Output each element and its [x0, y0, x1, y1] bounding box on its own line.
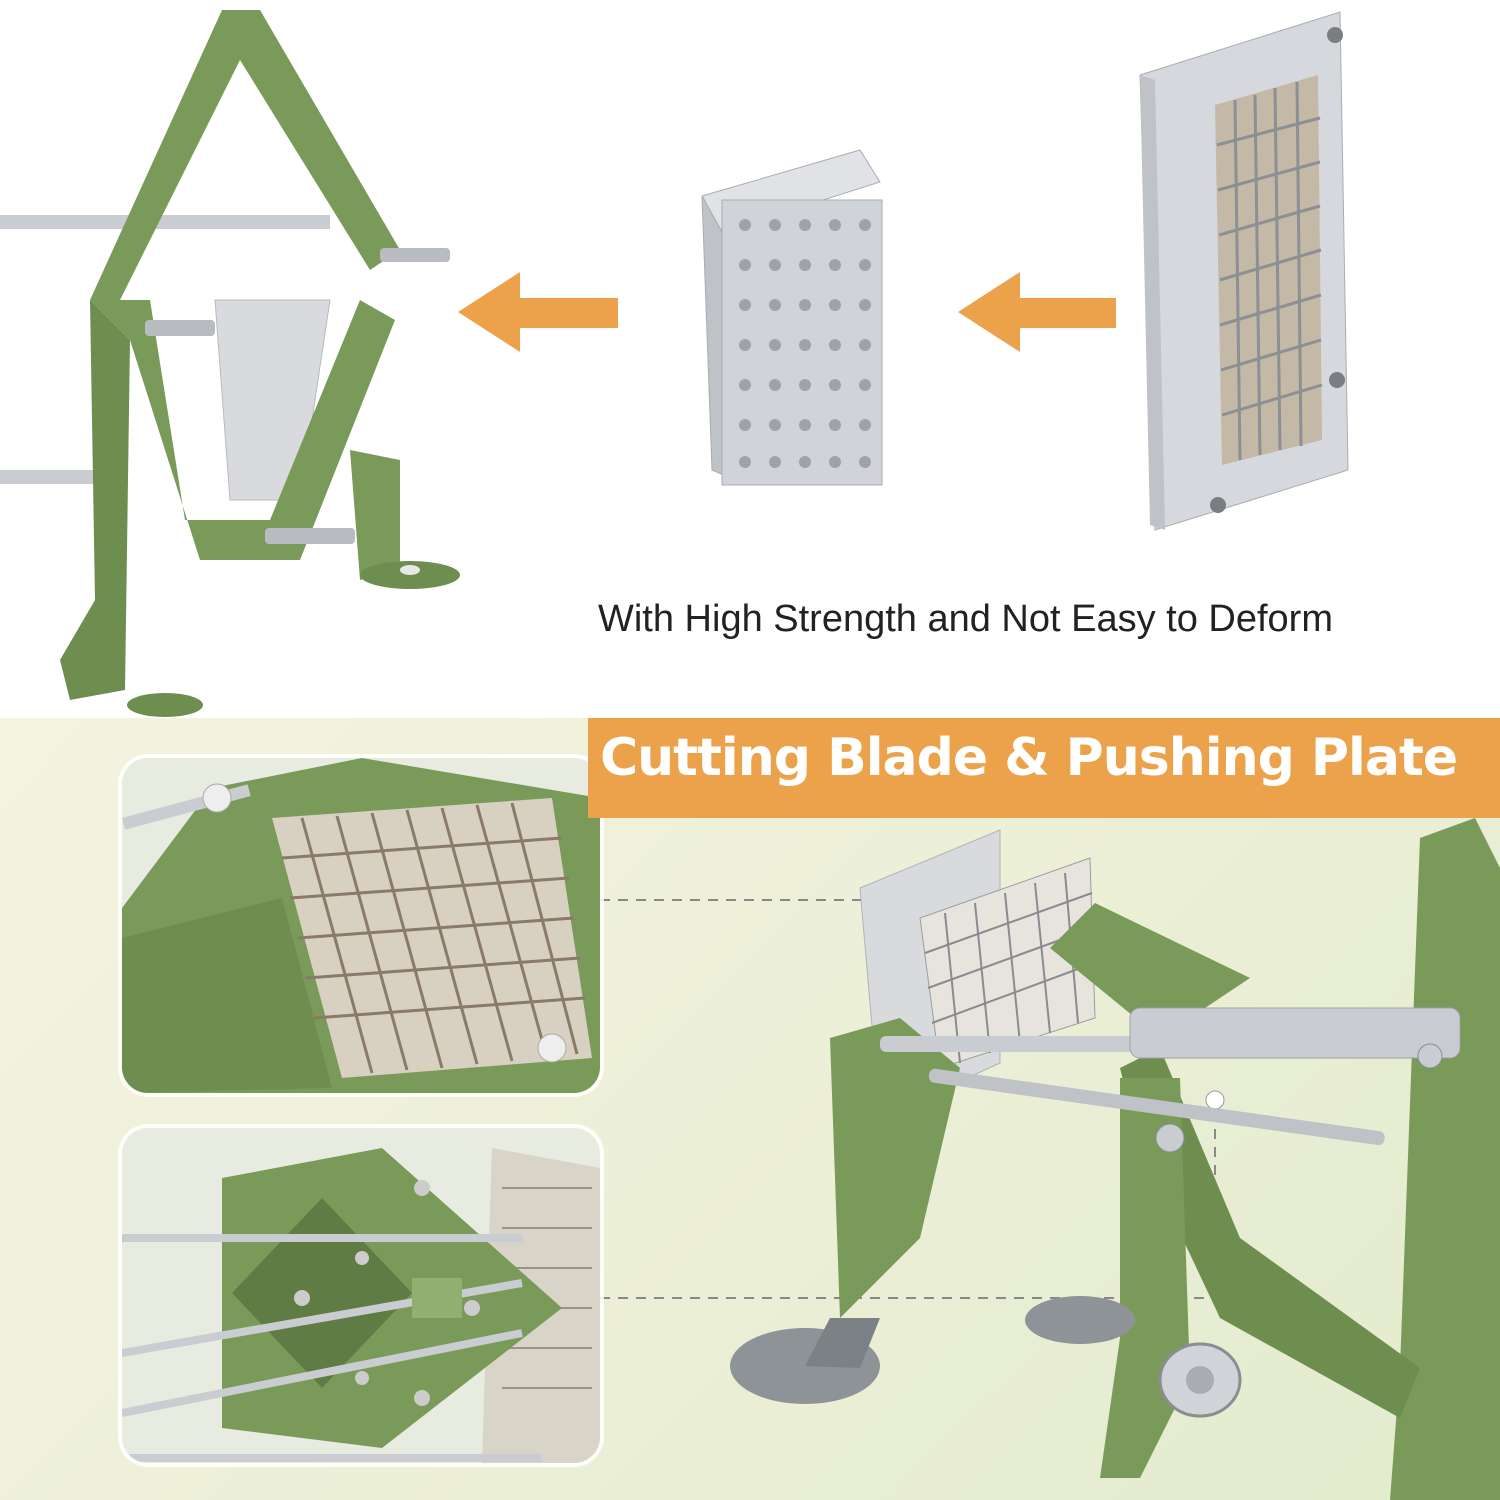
- title-banner: [588, 718, 1500, 818]
- top-illustration: [0, 10, 1349, 717]
- inset-cutting-blade-closeup: [122, 758, 600, 1093]
- cutting-blade: [1139, 11, 1349, 531]
- slicer-frame-top: [0, 10, 460, 717]
- slicer-frame-assembled: [730, 818, 1500, 1500]
- pushing-plate: [701, 149, 883, 486]
- slicer-assembled-illustration: [600, 818, 1500, 1500]
- banner-title: Cutting Blade & Pushing Plate: [600, 728, 1458, 788]
- left-arrow-icon: [458, 272, 618, 352]
- left-arrow-icon: [958, 272, 1116, 352]
- caption-text: With High Strength and Not Easy to Defor…: [598, 598, 1333, 640]
- bottom-section: [0, 718, 1500, 1500]
- inset-pushing-plate-closeup: [122, 1128, 600, 1463]
- top-section: With High Strength and Not Easy to Defor…: [0, 0, 1500, 718]
